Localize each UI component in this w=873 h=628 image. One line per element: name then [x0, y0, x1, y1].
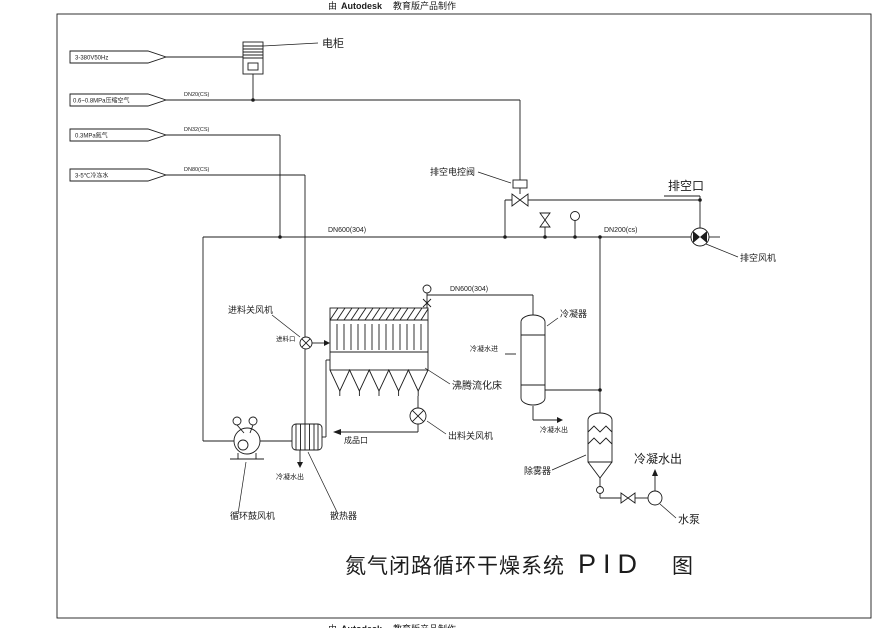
pump-suction-valve	[627, 492, 636, 504]
label-product-port: 成品口	[344, 435, 368, 445]
label-vent-port: 排空口	[668, 179, 704, 193]
drawing-title: 氮气闭路循环干燥系统 PID 图	[345, 549, 693, 579]
radiator-drain-arrow	[297, 462, 303, 468]
autodesk-note-top: 由 Autodesk 教育版产品制作	[328, 0, 456, 11]
condenser: 冷凝器 冷凝水进 冷凝水出	[470, 308, 587, 434]
condensate-pump: 水泵 冷凝水出	[620, 451, 700, 526]
label-cooling-in: 冷凝水进	[470, 344, 498, 353]
pipe-lines	[166, 56, 720, 499]
label-pump: 水泵	[678, 513, 700, 526]
radiator: 散热器 冷凝水出	[276, 423, 357, 521]
label-discharge-airlock: 出料关风机	[448, 430, 493, 441]
label-demister: 除雾器	[524, 465, 551, 476]
electrical-cabinet: 电柜	[242, 37, 344, 75]
label-condenser: 冷凝器	[560, 308, 587, 319]
flag-chilled-water	[69, 168, 168, 182]
pipe-label-vent-dn: DN200(cs)	[604, 227, 637, 234]
fluidized-bed: 沸腾流化床	[329, 307, 502, 396]
note-bottom-suffix: 教育版产品制作	[393, 623, 456, 628]
instrument-circle	[422, 284, 432, 294]
bed-slats	[336, 324, 422, 350]
stub-valve	[539, 219, 551, 228]
note-top-suffix: 教育版产品制作	[393, 0, 456, 11]
drawing-border	[56, 13, 872, 619]
title-pid: PID	[578, 549, 644, 579]
discharge-rotary-valve: 出料关风机 成品口	[344, 407, 493, 445]
pipe-label-nitrogen-dn: DN32(CS)	[184, 127, 210, 133]
label-condensate-out: 冷凝水出	[634, 451, 682, 466]
feed-arrow	[324, 340, 330, 346]
bed-funnels	[329, 368, 429, 393]
autodesk-logo-text-bottom: Autodesk	[341, 624, 383, 628]
flag-nitrogen	[69, 128, 168, 142]
title-tu: 图	[672, 555, 693, 578]
condensate-out-arrow	[652, 469, 658, 476]
flag-compressed-air	[69, 93, 168, 107]
pump-suction-valve	[620, 492, 629, 504]
funnel-stubs	[339, 391, 419, 396]
circulation-blower: 循环鼓风机	[230, 416, 275, 521]
flag-chilled-label: 3-5℃冷冻水	[75, 172, 108, 180]
label-blower: 循环鼓风机	[230, 510, 275, 521]
supply-flags: 3-380V50Hz 0.6~0.8MPa压缩空气 0.3MPa氮气 3-5℃冷…	[69, 50, 210, 182]
label-vent-fan: 排空风机	[740, 252, 776, 263]
header-fittings	[539, 211, 580, 228]
pipe-label-bed-outlet-dn: DN600(304)	[450, 286, 488, 293]
flag-air-label: 0.6~0.8MPa压缩空气	[73, 97, 130, 105]
autodesk-note-bottom: 由 Autodesk 教育版产品制作	[328, 623, 456, 628]
flag-nitrogen-label: 0.3MPa氮气	[75, 132, 108, 140]
feed-rotary-valve: 进料关风机 进料口	[228, 304, 313, 350]
pipe-label-air-dn: DN20(CS)	[184, 92, 210, 98]
pipe-label-main-dn: DN600(304)	[328, 227, 366, 234]
pipe-junctions	[251, 98, 702, 392]
autodesk-logo-text: Autodesk	[341, 1, 383, 11]
label-radiator: 散热器	[330, 510, 357, 521]
demister: 除雾器	[524, 412, 613, 494]
bed-outlet-fittings	[422, 284, 432, 308]
instrument-circle	[570, 211, 580, 221]
flag-power	[69, 50, 168, 64]
product-port-arrow	[333, 429, 341, 435]
vent-fan: 排空风机	[690, 227, 776, 263]
label-cooling-out-cond: 冷凝水出	[540, 425, 568, 434]
stub-valve	[539, 212, 551, 221]
bed-hatch	[329, 307, 429, 321]
label-feed-port: 进料口	[276, 334, 296, 343]
pipe-label-chilled-dn: DN80(CS)	[184, 167, 210, 173]
flag-power-label: 3-380V50Hz	[75, 56, 108, 62]
vent-port: 排空口	[668, 179, 704, 193]
label-fluid-bed: 沸腾流化床	[452, 379, 502, 392]
note-bottom-prefix: 由	[328, 623, 337, 628]
label-cabinet: 电柜	[322, 37, 344, 50]
instrument-circle	[248, 416, 258, 426]
title-zh: 氮气闭路循环干燥系统	[345, 555, 565, 578]
label-vent-valve: 排空电控阀	[430, 166, 475, 177]
label-feed-airlock: 进料关风机	[228, 304, 273, 315]
vent-control-valve: 排空电控阀	[430, 166, 529, 207]
label-radiator-drain: 冷凝水出	[276, 472, 304, 481]
note-top-prefix: 由	[328, 0, 337, 11]
instrument-circle	[232, 416, 242, 426]
cooling-out-arrow	[557, 417, 563, 423]
